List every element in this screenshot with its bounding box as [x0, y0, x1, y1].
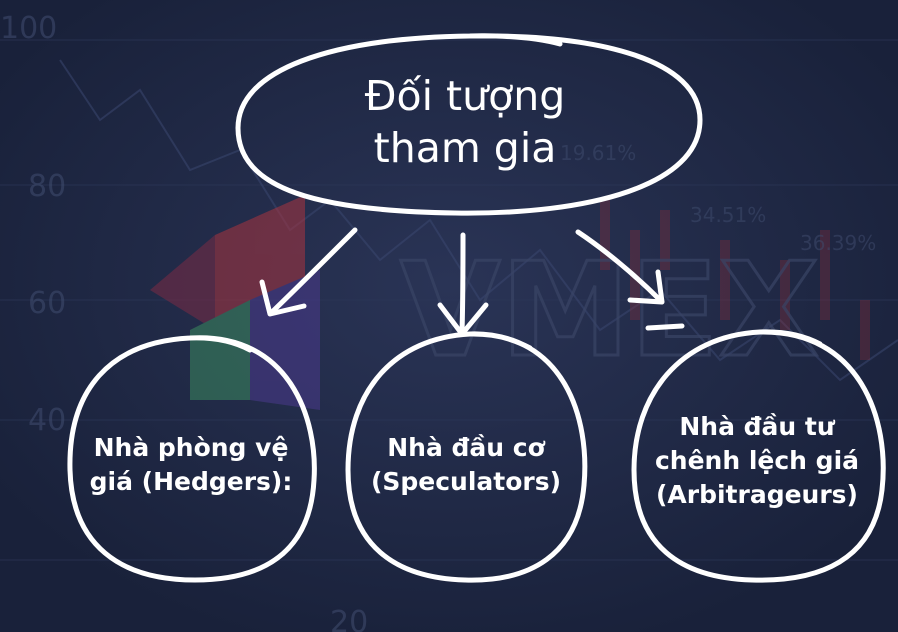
arrow-to-speculators	[459, 232, 466, 335]
background-price-line	[59, 59, 898, 382]
arrow-tail-mark	[645, 323, 685, 331]
percent-label-1: 19.61%	[560, 141, 636, 165]
hedgers-line-1: Nhà phòng vệ	[93, 433, 289, 462]
hedgers-node-label: Nhà phòng vệ giá (Hedgers):	[66, 400, 316, 530]
root-node-outline	[235, 33, 703, 216]
axis-tick-60: 60	[28, 286, 66, 321]
arbitrageurs-node-outline	[631, 329, 886, 583]
hedgers-line-2: giá (Hedgers):	[89, 467, 293, 496]
root-node-label: Đối tượng tham gia	[300, 66, 630, 178]
arrow-head-hedgers	[259, 279, 307, 317]
arbitrageurs-line-1: Nhà đầu tư	[679, 412, 835, 441]
vmex-watermark-text: VMEX	[400, 234, 819, 386]
speculators-node-label: Nhà đầu cơ (Speculators)	[346, 400, 586, 530]
percent-label-3: 36.39%	[800, 231, 876, 255]
axis-tick-40: 40	[28, 403, 66, 438]
arbitrageurs-node-label: Nhà đầu tư chênh lệch giá (Arbitrageurs)	[628, 386, 886, 536]
root-line-1: Đối tượng	[364, 72, 566, 120]
arrow-head-arbitrageurs	[627, 269, 665, 305]
arbitrageurs-line-3: (Arbitrageurs)	[655, 480, 858, 509]
arrow-to-hedgers	[269, 227, 358, 315]
arrow-to-arbitrageurs	[575, 229, 663, 303]
arbitrageurs-line-2: chênh lệch giá	[654, 446, 860, 475]
axis-tick-20: 20	[330, 605, 368, 632]
hedgers-node-outline	[67, 335, 317, 583]
speculators-node-outline	[345, 331, 588, 583]
axis-tick-80: 80	[28, 169, 66, 204]
root-line-2: tham gia	[373, 124, 557, 172]
axis-tick-100: 100	[0, 11, 57, 46]
speculators-line-2: (Speculators)	[370, 467, 562, 496]
speculators-line-1: Nhà đầu cơ	[387, 433, 545, 462]
percent-label-2: 34.51%	[690, 203, 766, 227]
